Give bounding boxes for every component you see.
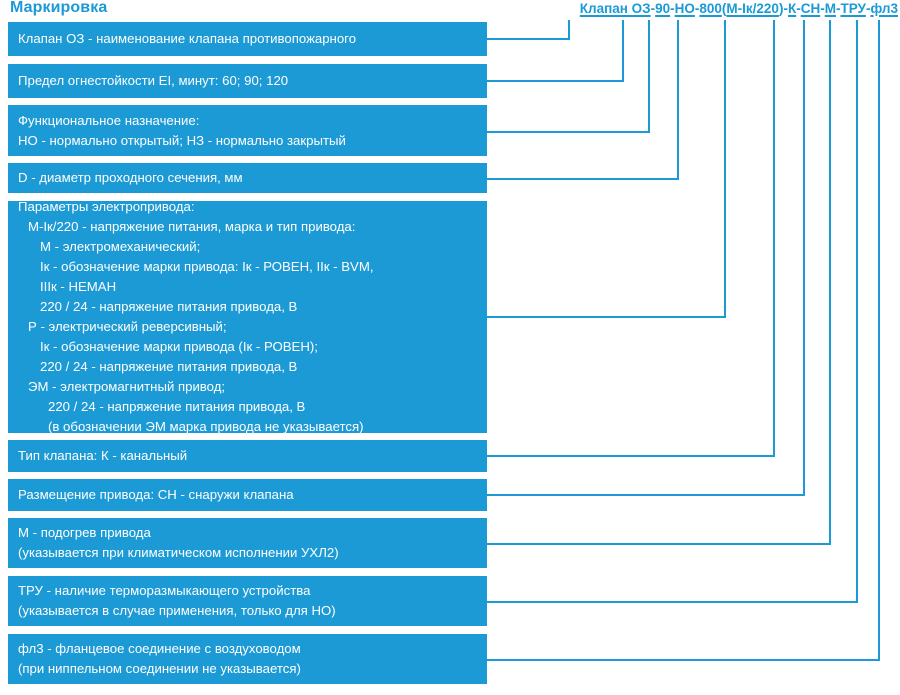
- code-segment-6: 800: [699, 1, 722, 16]
- block-line: НО - нормально открытый; НЗ - нормально …: [18, 132, 346, 148]
- code-segment-0: Клапан ОЗ: [579, 1, 651, 16]
- leader-v-thermal-release-device: [856, 20, 858, 602]
- block-line: 220 / 24 - напряжение питания привода, В: [40, 299, 298, 314]
- block-drive-parameters: Параметры электропривода: М-Iк/220 - напр…: [8, 199, 487, 434]
- block-line: Р - электрический реверсивный;: [28, 319, 227, 334]
- code-segment-8: М-Iк/220: [726, 1, 779, 16]
- leader-h-thermal-release-device: [487, 601, 858, 603]
- code-segment-10: К: [787, 1, 797, 16]
- code-segment-16: ТРУ: [840, 1, 866, 16]
- code-segment-17: -: [865, 1, 871, 16]
- leader-v-flange-connection: [878, 20, 880, 660]
- leader-h-drive-parameters: [487, 316, 726, 318]
- leader-h-valve-type: [487, 455, 775, 457]
- block-line: Клапан ОЗ - наименование клапана противо…: [18, 31, 357, 46]
- block-line: М - подогрев привода: [18, 525, 151, 540]
- block-line: М-Iк/220 - напряжение питания, марка и т…: [28, 219, 356, 234]
- block-fire-resistance: Предел огнестойкости EI, минут: 60; 90; …: [8, 64, 487, 98]
- leader-h-drive-heating: [487, 543, 831, 545]
- leader-v-drive-placement: [803, 20, 805, 495]
- code-segment-5: -: [694, 1, 700, 16]
- leader-h-section-diameter: [487, 178, 679, 180]
- code-segment-18: фл3: [870, 1, 898, 16]
- code-segment-13: -: [820, 1, 825, 16]
- code-segment-14: М: [824, 1, 836, 16]
- block-line: Размещение привода: СН - снаружи клапана: [18, 487, 294, 502]
- block-line: (указывается в случае применения, только…: [18, 603, 336, 618]
- block-functional-purpose: Функциональное назначение: НО - нормально…: [8, 105, 487, 156]
- block-line: (при ниппельном соединении не указываетс…: [18, 661, 301, 676]
- block-thermal-release-device: ТРУ - наличие терморазмыкающего устройст…: [8, 576, 487, 626]
- code-segment-4: НО: [674, 1, 695, 16]
- code-segment-7: (: [721, 1, 727, 16]
- leader-h-valve-name: [487, 38, 570, 40]
- code-segment-11: -: [796, 1, 801, 16]
- leader-v-drive-parameters: [724, 20, 726, 317]
- block-valve-name: Клапан ОЗ - наименование клапана противо…: [8, 22, 487, 56]
- leader-v-fire-resistance: [622, 20, 624, 81]
- block-drive-placement: Размещение привода: СН - снаружи клапана: [8, 479, 487, 511]
- block-line: D - диаметр проходного сечения, мм: [18, 170, 243, 185]
- block-line: Функциональное назначение:: [18, 112, 200, 128]
- block-line: Параметры электропривода:: [18, 199, 195, 214]
- block-line: 220 / 24 - напряжение питания привода, В: [40, 359, 298, 374]
- code-segment-1: -: [650, 1, 656, 16]
- leader-h-fire-resistance: [487, 80, 624, 82]
- block-line: Iк - обозначение марки привода: Iк - РОВ…: [40, 259, 374, 274]
- code-segment-15: -: [835, 1, 841, 16]
- block-line: фл3 - фланцевое соединение с воздуховодо…: [18, 641, 301, 656]
- block-line: (указывается при климатическом исполнени…: [18, 545, 339, 560]
- block-line: Тип клапана: К - канальный: [18, 448, 188, 463]
- block-valve-type: Тип клапана: К - канальный: [8, 440, 487, 472]
- leader-v-functional-purpose: [648, 20, 650, 132]
- code-segment-12: СН: [800, 1, 821, 16]
- leader-v-drive-heating: [829, 20, 831, 544]
- leader-h-functional-purpose: [487, 131, 650, 133]
- block-drive-heating: М - подогрев привода (указывается при кли…: [8, 518, 487, 568]
- leader-v-valve-name: [568, 20, 570, 39]
- block-line: ТРУ - наличие терморазмыкающего устройст…: [18, 583, 311, 598]
- block-line: ЭМ - электромагнитный привод;: [28, 379, 226, 394]
- leader-v-section-diameter: [677, 20, 679, 179]
- code-segment-3: -: [670, 1, 675, 16]
- block-line: (в обозначении ЭМ марка привода не указы…: [48, 419, 364, 434]
- block-line: Предел огнестойкости EI, минут: 60; 90; …: [18, 73, 289, 88]
- block-flange-connection: фл3 - фланцевое соединение с воздуховодо…: [8, 634, 487, 684]
- leader-h-drive-placement: [487, 494, 805, 496]
- block-section-diameter: D - диаметр проходного сечения, мм: [8, 163, 487, 193]
- leader-v-valve-type: [773, 20, 775, 456]
- page-title: Маркировка: [10, 0, 108, 16]
- leader-h-flange-connection: [487, 659, 880, 661]
- block-line: Iк - обозначение марки привода (Iк - РОВ…: [40, 339, 318, 354]
- code-segment-2: 90: [655, 1, 671, 16]
- block-line: 220 / 24 - напряжение питания привода, В: [48, 399, 306, 414]
- designation-code: Клапан ОЗ-90-НО-800(М-Iк/220)-К-СН-М-ТРУ…: [580, 1, 898, 16]
- block-line: IIIк - НЕМАН: [40, 279, 117, 294]
- block-line: М - электромеханический;: [40, 239, 201, 254]
- code-segment-9: )-: [778, 1, 788, 16]
